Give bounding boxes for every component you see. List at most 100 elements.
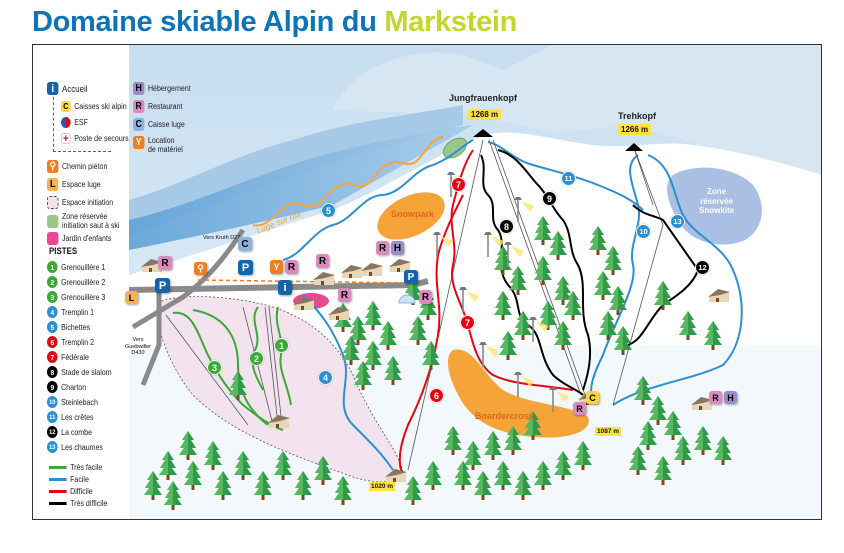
legend-espace-luge: L Espace luge [47, 178, 101, 191]
restaurant-marker[interactable]: R [316, 254, 329, 268]
restaurant-marker[interactable]: R [376, 241, 389, 255]
piste-10-marker[interactable]: 10 [636, 224, 651, 239]
accueil-bracket [53, 97, 111, 152]
piste-number-icon: 5 [47, 321, 58, 333]
piste-number-icon: 10 [47, 396, 58, 408]
base-altitude-1087: 1087 m [595, 427, 622, 436]
restaurant-marker[interactable]: R [285, 260, 298, 274]
caisse-luge-marker[interactable]: C [238, 237, 252, 251]
legend-label: Accueil [61, 83, 88, 94]
piste-5-marker[interactable]: 5 [321, 203, 336, 218]
restaurant-marker[interactable]: R [419, 290, 432, 304]
piste-7-marker-lower[interactable]: 7 [460, 315, 475, 330]
luge-area-icon: L [47, 178, 59, 191]
difficulty-item: Difficile [49, 487, 93, 496]
restaurant-marker[interactable]: R [573, 402, 586, 415]
piste-name: Les chaumes [61, 442, 103, 452]
legend-accueil: i Accueil [47, 82, 87, 95]
initiation-area-icon [47, 196, 59, 209]
summit-jungfrauenkopf-altitude: 1268 m [468, 109, 502, 120]
piste-13-marker[interactable]: 13 [670, 214, 685, 229]
legend-label: Caisses ski alpin [74, 102, 127, 111]
piste-number-icon: 1 [47, 261, 58, 273]
legend: i Accueil C Caisses ski alpin ESF + Post… [33, 45, 191, 519]
restaurant-marker[interactable]: R [338, 288, 351, 302]
piste-number-icon: 13 [47, 441, 58, 453]
luge-area-marker[interactable]: L [125, 291, 138, 304]
piste-7-marker[interactable]: 7 [451, 177, 466, 192]
piste-name: Steinlebach [61, 397, 98, 407]
legend-label: Zone réservée [61, 212, 108, 221]
esf-icon [61, 117, 71, 128]
parking-marker[interactable]: P [404, 270, 418, 284]
piste-number-icon: 11 [47, 411, 58, 423]
green-line-icon [49, 466, 67, 469]
legend-poste-secours: + Poste de secours [61, 133, 129, 145]
caisse-luge-icon: C [133, 118, 145, 131]
piste-name: Grenouillère 2 [61, 277, 106, 287]
piste-name: Les crêtes [61, 412, 94, 422]
hebergement-marker[interactable]: H [391, 241, 404, 255]
rental-marker[interactable]: Y [270, 260, 283, 274]
parking-marker[interactable]: P [155, 278, 170, 293]
restaurant-marker[interactable]: R [158, 256, 172, 270]
piste-name: Charton [61, 382, 87, 392]
map-artwork [128, 45, 821, 519]
hiker-marker[interactable]: ⚲ [194, 262, 207, 275]
piste-4-marker[interactable]: 4 [318, 370, 333, 385]
boardercross-label: Boardercross [475, 411, 534, 421]
caisse-ski-marker[interactable]: C [586, 391, 599, 404]
piste-2-marker[interactable]: 2 [249, 351, 264, 366]
legend-label: Espace initiation [61, 198, 114, 207]
legend-label: Hébergement [147, 84, 191, 93]
difficulty-item: Très facile [49, 463, 102, 472]
piste-number-icon: 9 [47, 381, 58, 393]
piste-1-marker[interactable]: 1 [274, 338, 289, 353]
piste-12-marker[interactable]: 12 [695, 260, 710, 275]
guebwiller-line-1: Vers [132, 337, 144, 343]
restaurant-marker[interactable]: R [709, 391, 722, 404]
piste-6-marker[interactable]: 6 [429, 388, 444, 403]
difficulty-label: Facile [70, 475, 89, 484]
legend-label: Location [147, 136, 175, 145]
snowkite-zone-label: Zone réservée Snowkite [699, 187, 734, 216]
legend-label: Espace luge [61, 180, 101, 189]
difficulty-label: Très difficile [70, 499, 108, 508]
piste-9-marker[interactable]: 9 [542, 191, 557, 206]
legend-espace-initiation: Espace initiation [47, 196, 113, 209]
piste-name: La combe [61, 427, 93, 437]
parking-marker[interactable]: P [238, 260, 253, 275]
legend-caisse-ski: C Caisses ski alpin [61, 101, 127, 112]
jump-zone-icon [47, 215, 59, 228]
piste-name: Bichettes [61, 322, 91, 332]
legend-label: Poste de secours [74, 134, 129, 143]
snowpark-label: Snowpark [391, 209, 435, 219]
piste-name: Grenouillère 1 [61, 262, 106, 272]
summit-trehkopf-altitude: 1266 m [618, 124, 652, 135]
difficulty-item: Facile [49, 475, 89, 484]
red-line-icon [49, 490, 67, 493]
snowkite-line-3: Snowkite [699, 206, 735, 216]
difficulty-label: Difficile [70, 487, 93, 496]
piste-name: Tremplin 1 [61, 307, 95, 317]
difficulty-item: Très difficile [49, 499, 107, 508]
legend-caisse-luge: C Caisse luge [133, 118, 185, 131]
hebergement-marker[interactable]: H [724, 391, 737, 404]
title-main: Domaine skiable Alpin du [32, 6, 385, 38]
piste-3-marker[interactable]: 3 [207, 360, 222, 375]
info-marker[interactable]: i [278, 280, 292, 295]
legend-esf: ESF [61, 117, 88, 128]
piste-8-marker[interactable]: 8 [499, 219, 514, 234]
piste-11-marker[interactable]: 11 [561, 171, 576, 186]
piste-name: Grenouillère 3 [61, 292, 106, 302]
page-title: Domaine skiable Alpin du Markstein [32, 6, 517, 39]
legend-label: ESF [74, 118, 88, 127]
piste-number-icon: 7 [47, 351, 58, 363]
legend-chemin-pieton: ⚲ Chemin piéton [47, 160, 107, 173]
